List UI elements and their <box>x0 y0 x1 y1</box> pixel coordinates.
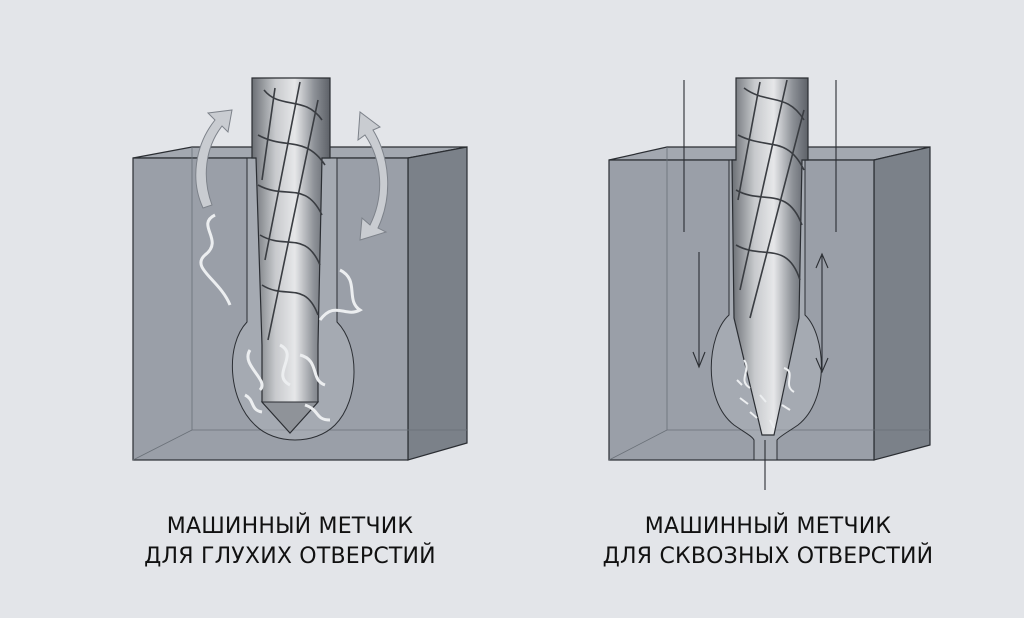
tap-tool <box>731 77 809 436</box>
curved-up-arrow-left <box>195 109 233 209</box>
caption-line-2: ДЛЯ СКВОЗНЫХ ОТВЕРСТИЙ <box>602 544 934 569</box>
blind-hole-tap-diagram: МАШИННЫЙ МЕТЧИК ДЛЯ ГЛУХИХ ОТВЕРСТИЙ <box>120 77 468 572</box>
metal-chips <box>736 359 795 429</box>
curved-double-arrow-right <box>357 111 389 241</box>
blind-tap-caption: МАШИННЫЙ МЕТЧИК ДЛЯ ГЛУХИХ ОТВЕРСТИЙ <box>120 512 460 572</box>
tap-tool <box>251 77 331 434</box>
caption-line-1: МАШИННЫЙ МЕТЧИК <box>166 514 414 539</box>
chip-evacuation-arrows <box>195 109 389 241</box>
flow-arrows <box>683 80 837 490</box>
caption-line-2: ДЛЯ ГЛУХИХ ОТВЕРСТИЙ <box>144 544 436 569</box>
through-tap-caption: МАШИННЫЙ МЕТЧИК ДЛЯ СКВОЗНЫХ ОТВЕРСТИЙ <box>598 512 938 572</box>
through-hole-tap-illustration <box>608 77 931 490</box>
metal-chips <box>199 213 363 422</box>
blind-hole-tap-illustration <box>132 77 468 461</box>
through-hole-tap-diagram: МАШИННЫЙ МЕТЧИК ДЛЯ СКВОЗНЫХ ОТВЕРСТИЙ <box>512 0 1024 618</box>
caption-line-1: МАШИННЫЙ МЕТЧИК <box>644 514 892 539</box>
